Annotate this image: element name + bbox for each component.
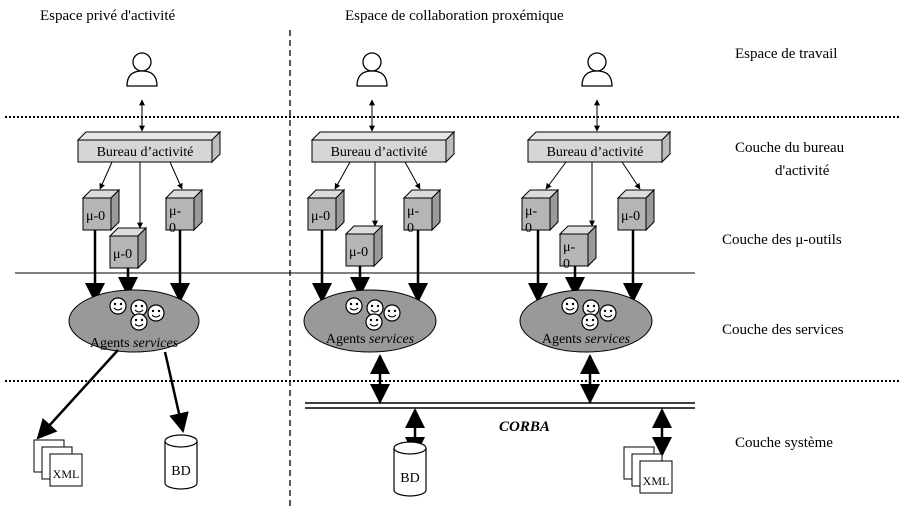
svg-text:Bureau d’activité: Bureau d’activité xyxy=(547,145,644,160)
svg-text:Bureau d’activité: Bureau d’activité xyxy=(97,145,194,160)
service-agents-collab-1: Agents services xyxy=(303,289,437,353)
xml-documents-collab: XML xyxy=(623,446,673,494)
service-agents-private: Agents services xyxy=(68,289,200,353)
svg-text:0: 0 xyxy=(563,257,570,272)
desk-tool-arrows xyxy=(99,161,641,229)
svg-text:μ-: μ- xyxy=(525,204,538,219)
svg-text:0: 0 xyxy=(525,221,532,236)
layer-label-tools: Couche des μ-outils xyxy=(722,232,842,248)
desk-box-private: Bureau d’activité xyxy=(77,131,221,163)
svg-text:XML: XML xyxy=(53,467,80,481)
svg-text:μ-0: μ-0 xyxy=(113,247,132,262)
svg-text:Agents services: Agents services xyxy=(542,332,631,347)
tool-service-arrows xyxy=(85,230,643,303)
corba-bus: CORBA xyxy=(305,402,695,435)
svg-text:Agents services: Agents services xyxy=(326,332,415,347)
desk-box-collab-2: Bureau d’activité xyxy=(527,131,671,163)
micro-tool-9: μ-0 xyxy=(617,189,655,231)
header-private-space: Espace privé d'activité xyxy=(40,8,175,24)
micro-tool-4: μ-0 xyxy=(307,189,345,231)
svg-text:μ-0: μ-0 xyxy=(86,209,105,224)
header-collab-space: Espace de collaboration proxémique xyxy=(345,8,564,24)
svg-text:μ-: μ- xyxy=(407,204,420,219)
svg-text:XML: XML xyxy=(643,474,670,488)
user-icon-collab-2 xyxy=(581,52,613,87)
svg-text:BD: BD xyxy=(400,471,419,486)
layer-label-desk-1: Couche du bureau xyxy=(735,140,845,156)
user-icon-private xyxy=(126,52,158,87)
micro-tool-6: μ- 0 xyxy=(403,189,441,236)
service-agents-collab-2: Agents services xyxy=(519,289,653,353)
svg-text:μ-: μ- xyxy=(169,204,182,219)
svg-text:0: 0 xyxy=(407,221,414,236)
database-private: BD xyxy=(164,434,198,490)
user-icon-collab-1 xyxy=(356,52,388,87)
micro-tool-3: μ- 0 xyxy=(165,189,203,236)
micro-tool-7: μ- 0 xyxy=(521,189,559,236)
private-system-arrows xyxy=(36,349,189,440)
svg-text:μ-: μ- xyxy=(563,240,576,255)
micro-tool-8: μ- 0 xyxy=(559,225,597,272)
svg-text:0: 0 xyxy=(169,221,176,236)
layer-label-system: Couche système xyxy=(735,435,833,451)
svg-text:μ-0: μ-0 xyxy=(311,209,330,224)
desk-box-collab-1: Bureau d’activité xyxy=(311,131,455,163)
svg-text:BD: BD xyxy=(171,464,190,479)
svg-text:Bureau d’activité: Bureau d’activité xyxy=(331,145,428,160)
svg-text:Agents services: Agents services xyxy=(90,336,179,351)
layer-label-work-space: Espace de travail xyxy=(735,46,837,62)
database-collab: BD xyxy=(393,441,427,497)
micro-tool-1: μ-0 xyxy=(82,189,120,231)
corba-label: CORBA xyxy=(499,419,550,435)
layer-label-desk-2: d'activité xyxy=(775,163,830,179)
svg-text:μ-0: μ-0 xyxy=(349,245,368,260)
layer-label-services: Couche des services xyxy=(722,322,844,338)
micro-tool-2: μ-0 xyxy=(109,227,147,269)
xml-documents-private: XML xyxy=(33,439,83,487)
micro-tool-5: μ-0 xyxy=(345,225,383,267)
svg-text:μ-0: μ-0 xyxy=(621,209,640,224)
corba-arrows xyxy=(370,354,672,457)
